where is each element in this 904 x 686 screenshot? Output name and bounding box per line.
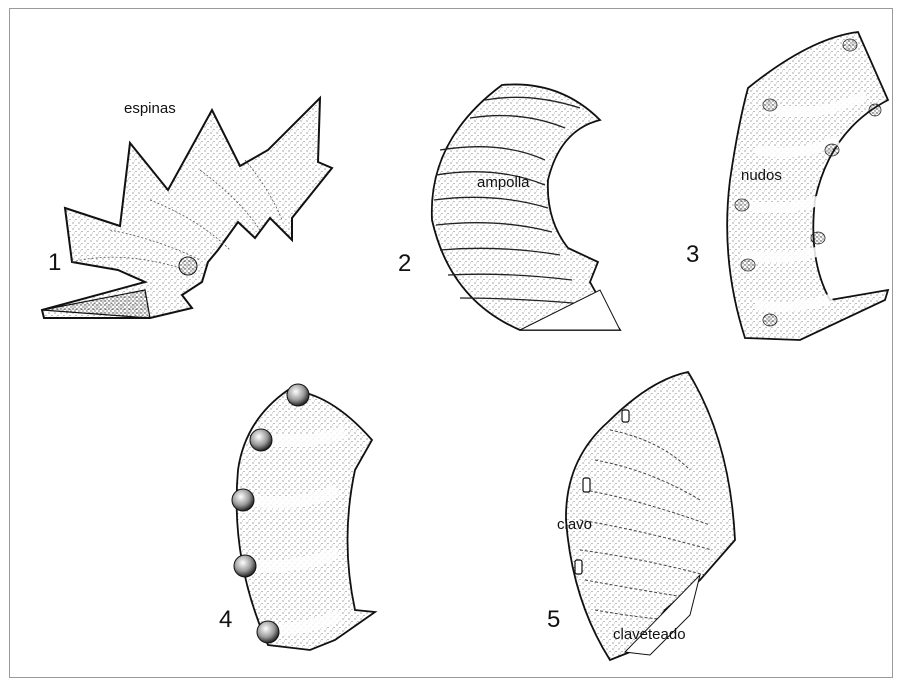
figure-3-label: nudos bbox=[741, 167, 782, 184]
figure-2-label: ampolla bbox=[477, 174, 530, 191]
figure-2-number: 2 bbox=[398, 250, 411, 277]
figure-4-tuberculate-shell bbox=[232, 384, 375, 650]
figure-5-number: 5 bbox=[547, 606, 560, 633]
figure-5-label-clavo: clavo bbox=[557, 516, 592, 533]
figure-5-label-claveteado: claveteado bbox=[613, 626, 686, 643]
figure-3-noded-shell bbox=[727, 32, 888, 340]
figure-1-label: espinas bbox=[124, 100, 176, 117]
figure-3-number: 3 bbox=[686, 241, 699, 268]
figure-1-spined-shell bbox=[42, 98, 332, 318]
figure-4-number: 4 bbox=[219, 606, 232, 633]
figure-1-number: 1 bbox=[48, 249, 61, 276]
figure-2-ribbed-shell bbox=[432, 84, 620, 330]
